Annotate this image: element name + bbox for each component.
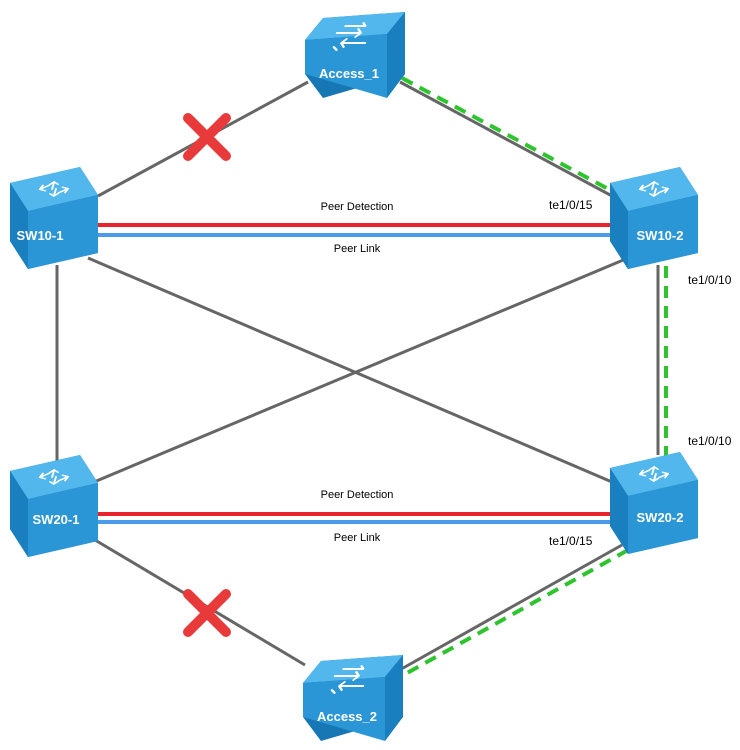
device-sw20-2[interactable]: SW20-2 xyxy=(610,452,698,554)
device-access-2[interactable]: Access_2 xyxy=(303,655,403,741)
device-access-1[interactable]: Access_1 xyxy=(305,12,405,98)
bottom-peer-link-label: Peer Link xyxy=(334,532,381,544)
multilayer-switch-icon xyxy=(10,455,98,557)
top-peer-detection-label: Peer Detection xyxy=(321,201,394,213)
multilayer-switch-icon xyxy=(610,167,698,269)
device-label: SW10-2 xyxy=(637,228,684,243)
top-peer-lines: Peer Detection Peer Link xyxy=(96,201,612,255)
port-label-sw20-2-te1-0-10: te1/0/10 xyxy=(688,434,732,448)
device-label: SW20-1 xyxy=(33,512,80,527)
switch-icon xyxy=(305,12,405,98)
device-label: SW20-2 xyxy=(637,510,684,525)
blocked-x-icon xyxy=(183,589,231,637)
multilayer-switch-icon xyxy=(610,452,698,554)
device-label: Access_2 xyxy=(317,709,377,724)
switch-icon xyxy=(303,655,403,741)
device-label: SW10-1 xyxy=(17,228,64,243)
link-sw10-1-sw20-2 xyxy=(87,256,613,484)
port-label-sw10-2-te1-0-15: te1/0/15 xyxy=(549,198,593,212)
device-sw10-1[interactable]: SW10-1 xyxy=(10,167,98,269)
active-path-sw20-2-access2 xyxy=(399,548,629,679)
bottom-peer-lines: Peer Detection Peer Link xyxy=(96,489,612,544)
port-label-sw10-2-te1-0-10: te1/0/10 xyxy=(688,273,732,287)
device-sw20-1[interactable]: SW20-1 xyxy=(10,455,98,557)
active-forwarding-path xyxy=(399,76,668,679)
multilayer-switch-icon xyxy=(10,167,98,269)
link-access1-sw10-2 xyxy=(399,80,613,198)
device-sw10-2[interactable]: SW10-2 xyxy=(610,167,698,269)
port-label-sw20-2-te1-0-15: te1/0/15 xyxy=(549,534,593,548)
device-label: Access_1 xyxy=(319,66,379,81)
bottom-peer-detection-label: Peer Detection xyxy=(321,489,394,501)
active-path-access1-sw10-2 xyxy=(401,76,613,193)
link-sw10-2-sw20-1 xyxy=(93,256,629,484)
link-sw20-2-access2 xyxy=(395,543,623,674)
top-peer-link-label: Peer Link xyxy=(334,243,381,255)
blocked-x-icon xyxy=(183,113,231,161)
